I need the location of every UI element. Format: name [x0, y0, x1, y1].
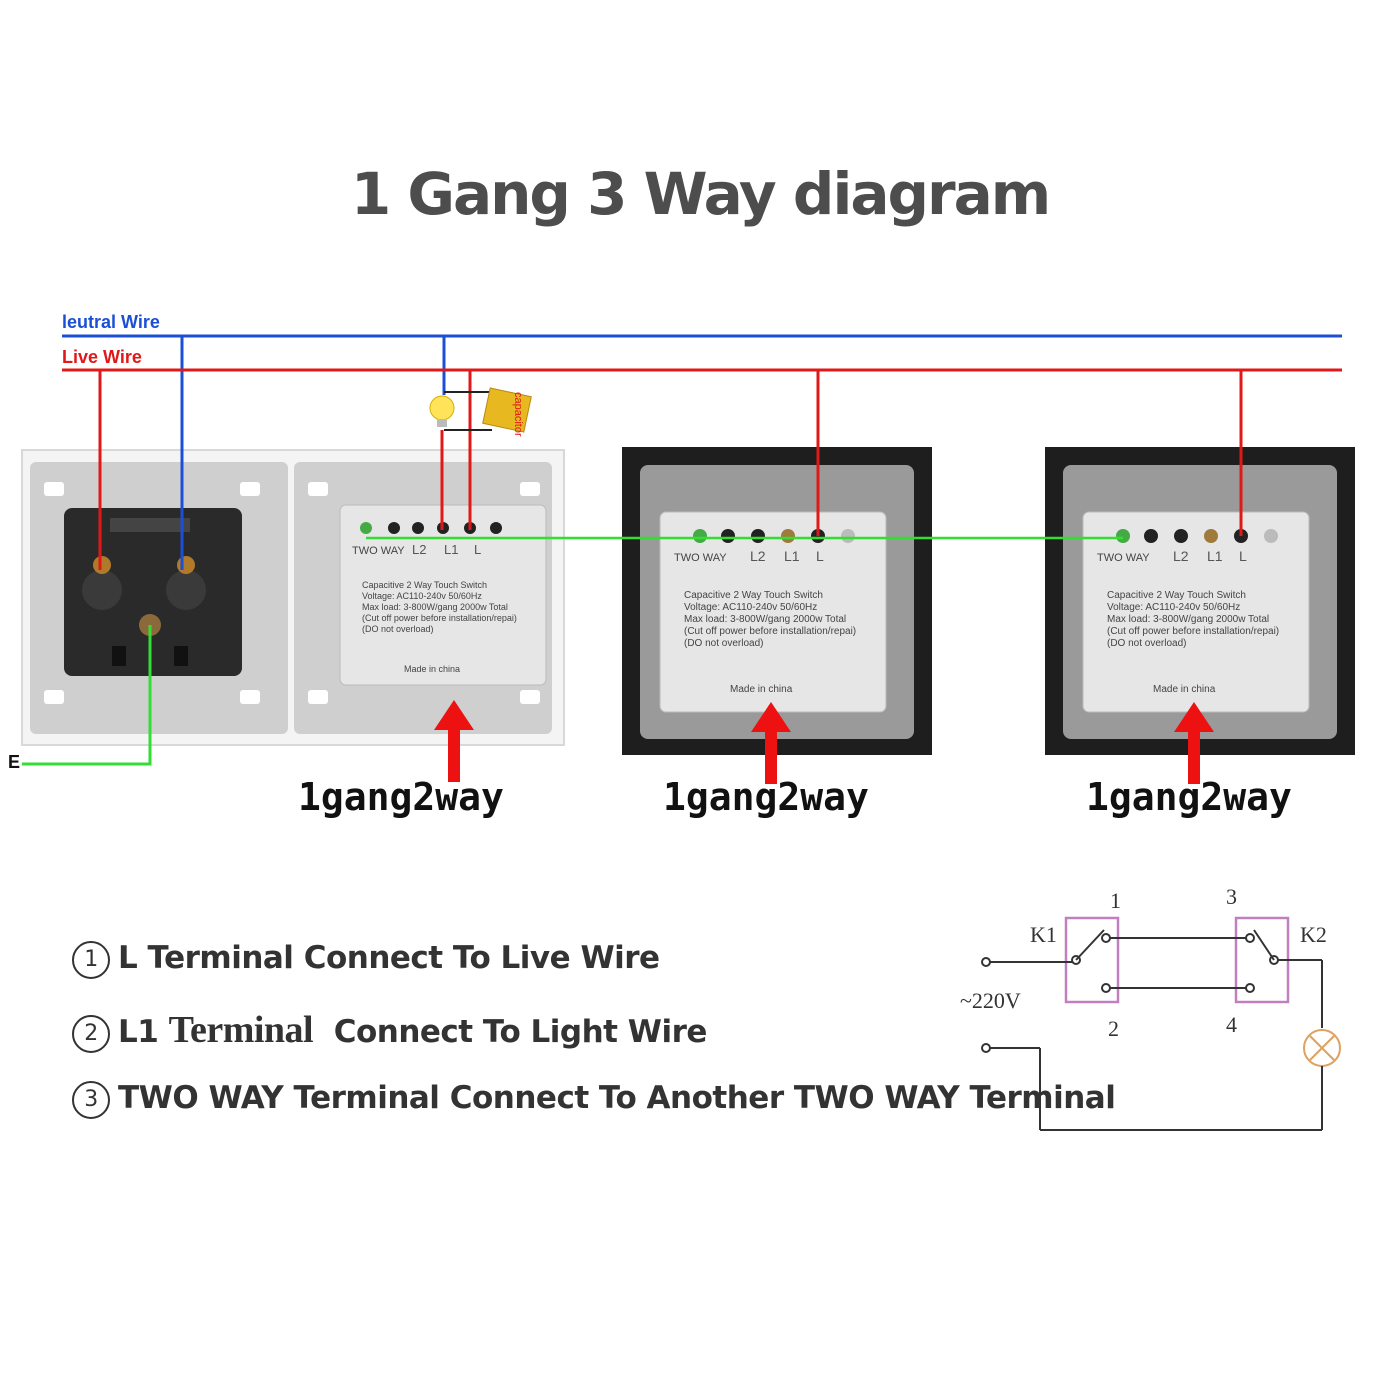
terminal-l-label: L — [474, 542, 482, 557]
legend-text: L Terminal Connect To Live Wire — [118, 940, 660, 976]
module-spec-line: Max load: 3-800W/gang 2000w Total — [362, 602, 508, 612]
earth-wire-label: E — [8, 752, 21, 772]
neutral-wire — [62, 334, 1342, 570]
live-wire-label: Live Wire — [62, 347, 142, 367]
page-title: 1 Gang 3 Way diagram — [350, 160, 1051, 228]
module-brand: TWO WAY — [1097, 552, 1150, 564]
schematic-terminal-2: 2 — [1108, 1016, 1119, 1041]
module-spec-line: Max load: 3-800W/gang 2000w Total — [684, 614, 847, 625]
switch-label-2: 1gang2way — [663, 775, 869, 819]
module-brand: TWO WAY — [674, 552, 727, 564]
schematic-terminal-4: 4 — [1226, 1012, 1237, 1037]
capacitor-label: capacitor — [512, 392, 524, 437]
schematic-k2-label: K2 — [1300, 922, 1327, 947]
module-spec-line: Capacitive 2 Way Touch Switch — [684, 590, 823, 601]
arrow-icon — [751, 702, 791, 784]
legend-text: Terminal — [168, 1009, 314, 1051]
terminal-l1-label: L1 — [1207, 548, 1223, 564]
terminal-l-label: L — [816, 548, 824, 564]
terminal-l1-label: L1 — [784, 548, 800, 564]
module-spec-line: (Cut off power before installation/repai… — [684, 626, 857, 637]
made-in-label: Made in china — [404, 664, 461, 674]
legend-text: Connect To Light Wire — [333, 1014, 708, 1050]
schematic-terminal-3: 3 — [1226, 884, 1237, 909]
made-in-label: Made in china — [730, 684, 793, 695]
arrow-icon — [434, 700, 474, 782]
module-spec-line: (DO not overload) — [362, 624, 434, 634]
module-spec-line: (Cut off power before installation/repai… — [1107, 626, 1280, 637]
module-brand: TWO WAY — [352, 545, 405, 557]
power-socket — [64, 508, 242, 676]
module-spec-text: Capacitive 2 Way Touch Switch Voltage: A… — [362, 580, 532, 635]
module-spec-line: (DO not overload) — [684, 638, 764, 649]
terminal-l2-label: L2 — [412, 542, 427, 557]
made-in-label: Made in china — [1153, 684, 1216, 695]
neutral-wire-label: leutral Wire — [62, 312, 160, 332]
module-spec-line: Voltage: AC110-240v 50/60Hz — [362, 591, 482, 601]
circuit-schematic — [981, 916, 1341, 1131]
module-spec-text: Capacitive 2 Way Touch Switch Voltage: A… — [684, 590, 874, 650]
module-spec-line: (Cut off power before installation/repai… — [362, 613, 517, 623]
module-spec-line: Voltage: AC110-240v 50/60Hz — [684, 602, 818, 613]
legend-number: 2 — [72, 1014, 110, 1053]
terminal-l1-label: L1 — [444, 542, 459, 557]
legend-text: TWO WAY Terminal Connect To Another TWO … — [118, 1080, 1116, 1116]
module-spec-line: (DO not overload) — [1107, 638, 1187, 649]
capacitor-leads — [444, 391, 492, 431]
legend-number: 1 — [72, 940, 110, 979]
capacitor-icon — [482, 387, 532, 433]
terminal-l2-label: L2 — [750, 548, 766, 564]
switch-module-1 — [339, 504, 547, 686]
live-wire — [62, 368, 1342, 570]
switch-label-1: 1gang2way — [298, 775, 504, 819]
terminal-l-label: L — [1239, 548, 1247, 564]
legend-text: L1 — [118, 1014, 159, 1050]
legend-number: 3 — [72, 1080, 110, 1119]
earth-wire — [22, 625, 152, 766]
schematic-k1-label: K1 — [1030, 922, 1057, 947]
schematic-terminal-1: 1 — [1110, 888, 1121, 913]
module-spec-line: Voltage: AC110-240v 50/60Hz — [1107, 602, 1241, 613]
module-spec-text: Capacitive 2 Way Touch Switch Voltage: A… — [1107, 590, 1297, 650]
module-spec-line: Capacitive 2 Way Touch Switch — [1107, 590, 1246, 601]
module-spec-line: Max load: 3-800W/gang 2000w Total — [1107, 614, 1270, 625]
arrow-icon — [1174, 702, 1214, 784]
module-spec-line: Capacitive 2 Way Touch Switch — [362, 580, 488, 590]
terminal-l2-label: L2 — [1173, 548, 1189, 564]
lightbulb-icon — [429, 395, 455, 427]
switch-label-3: 1gang2way — [1086, 775, 1292, 819]
schematic-voltage-label: ~220V — [960, 988, 1021, 1013]
